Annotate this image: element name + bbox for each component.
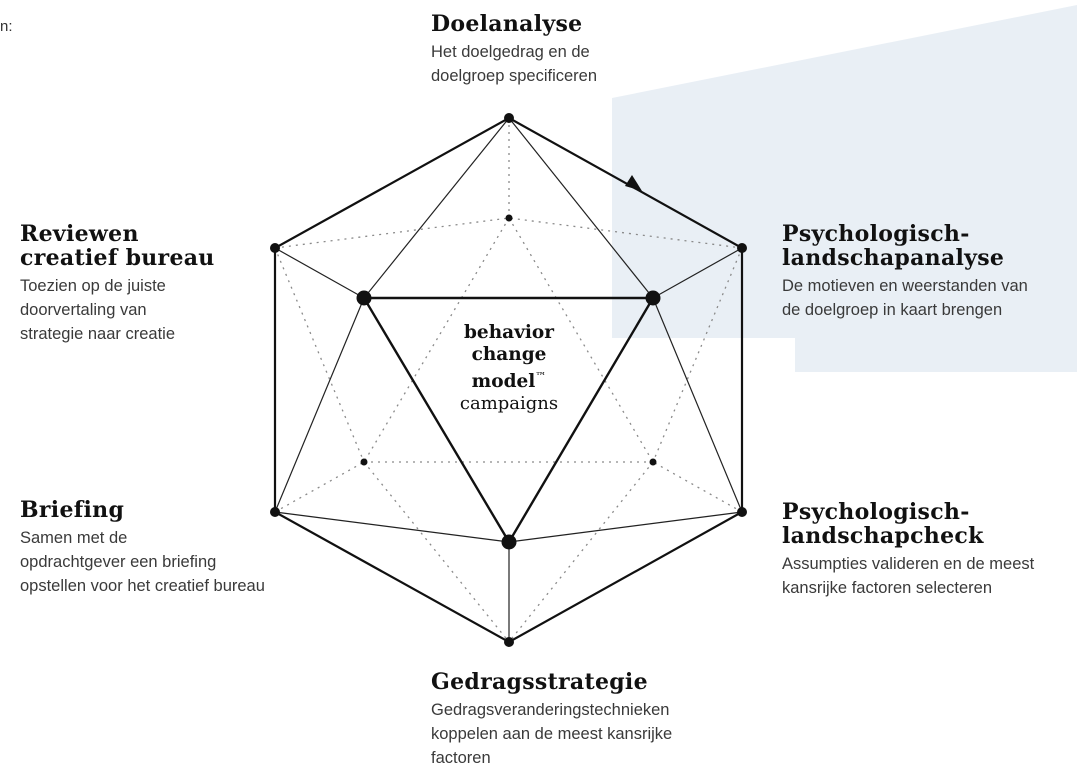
center-line-3: model™ (404, 366, 614, 393)
desc-line: opdrachtgever een briefing (20, 553, 217, 571)
node-doelanalyse: Doelanalyse Het doelgedrag en de doelgro… (431, 12, 691, 88)
cropped-text-fragment: n: (0, 18, 13, 35)
node-description: De motieven en weerstanden van de doelgr… (782, 274, 1074, 322)
hidden-edges (274, 118, 743, 643)
desc-line: De motieven en weerstanden van (782, 277, 1028, 295)
title-line: Psychologisch- (782, 499, 970, 525)
center-label: behavior change model™ campaigns (404, 322, 614, 415)
desc-line: kansrijke factoren selecteren (782, 579, 993, 597)
desc-line: koppelen aan de meest kansrijke (431, 725, 673, 743)
background-shape-notch (795, 270, 960, 372)
node-description: Samen met de opdrachtgever een briefing … (20, 526, 340, 598)
node-title: Psychologisch- landschapanalyse (782, 222, 1074, 270)
desc-line: Het doelgedrag en de (431, 43, 590, 61)
trademark-symbol: ™ (535, 370, 547, 383)
desc-line: factoren (431, 749, 491, 767)
desc-line: Toezien op de juiste (20, 277, 166, 295)
inner-triangle (361, 296, 656, 545)
center-line-1: behavior (463, 322, 554, 343)
node-psychologisch-landschapanalyse: Psychologisch- landschapanalyse De motie… (782, 222, 1074, 322)
node-psychologisch-landschapcheck: Psychologisch- landschapcheck Assumpties… (782, 500, 1074, 600)
node-briefing: Briefing Samen met de opdrachtgever een … (20, 498, 340, 598)
center-line-2: change (471, 344, 547, 365)
desc-line: doorvertaling van (20, 301, 147, 319)
title-line: creatief bureau (20, 245, 215, 271)
desc-line: de doelgroep in kaart brengen (782, 301, 1003, 319)
title-line: Reviewen (20, 221, 139, 247)
title-line: landschapanalyse (782, 245, 1005, 271)
node-description: Toezien op de juiste doorvertaling van s… (20, 274, 280, 346)
node-title: Reviewen creatief bureau (20, 222, 280, 270)
node-title: Doelanalyse (431, 11, 583, 37)
desc-line: Assumpties valideren en de meest (782, 555, 1035, 573)
node-description: Gedragsveranderingstechnieken koppelen a… (431, 698, 731, 770)
node-description: Het doelgedrag en de doelgroep specifice… (431, 40, 691, 88)
front-edges (274, 117, 743, 642)
center-line-4: campaigns (459, 393, 559, 415)
center-line-3-text: model (471, 371, 536, 393)
title-line: Psychologisch- (782, 221, 970, 247)
node-title: Briefing (20, 497, 125, 523)
desc-line: Gedragsveranderingstechnieken (431, 701, 670, 719)
desc-line: Samen met de (20, 529, 128, 547)
desc-line: strategie naar creatie (20, 325, 176, 343)
node-title: Gedragsstrategie (431, 669, 648, 695)
vertex-dots (270, 113, 747, 647)
desc-line: doelgroep specificeren (431, 67, 598, 85)
node-gedragsstrategie: Gedragsstrategie Gedragsveranderingstech… (431, 670, 731, 770)
title-line: landschapcheck (782, 523, 984, 549)
desc-line: opstellen voor het creatief bureau (20, 577, 265, 595)
node-title: Psychologisch- landschapcheck (782, 500, 1074, 548)
node-reviewen-creatief-bureau: Reviewen creatief bureau Toezien op de j… (20, 222, 280, 346)
arrowhead-icon (625, 175, 642, 191)
node-description: Assumpties valideren en de meest kansrij… (782, 552, 1074, 600)
